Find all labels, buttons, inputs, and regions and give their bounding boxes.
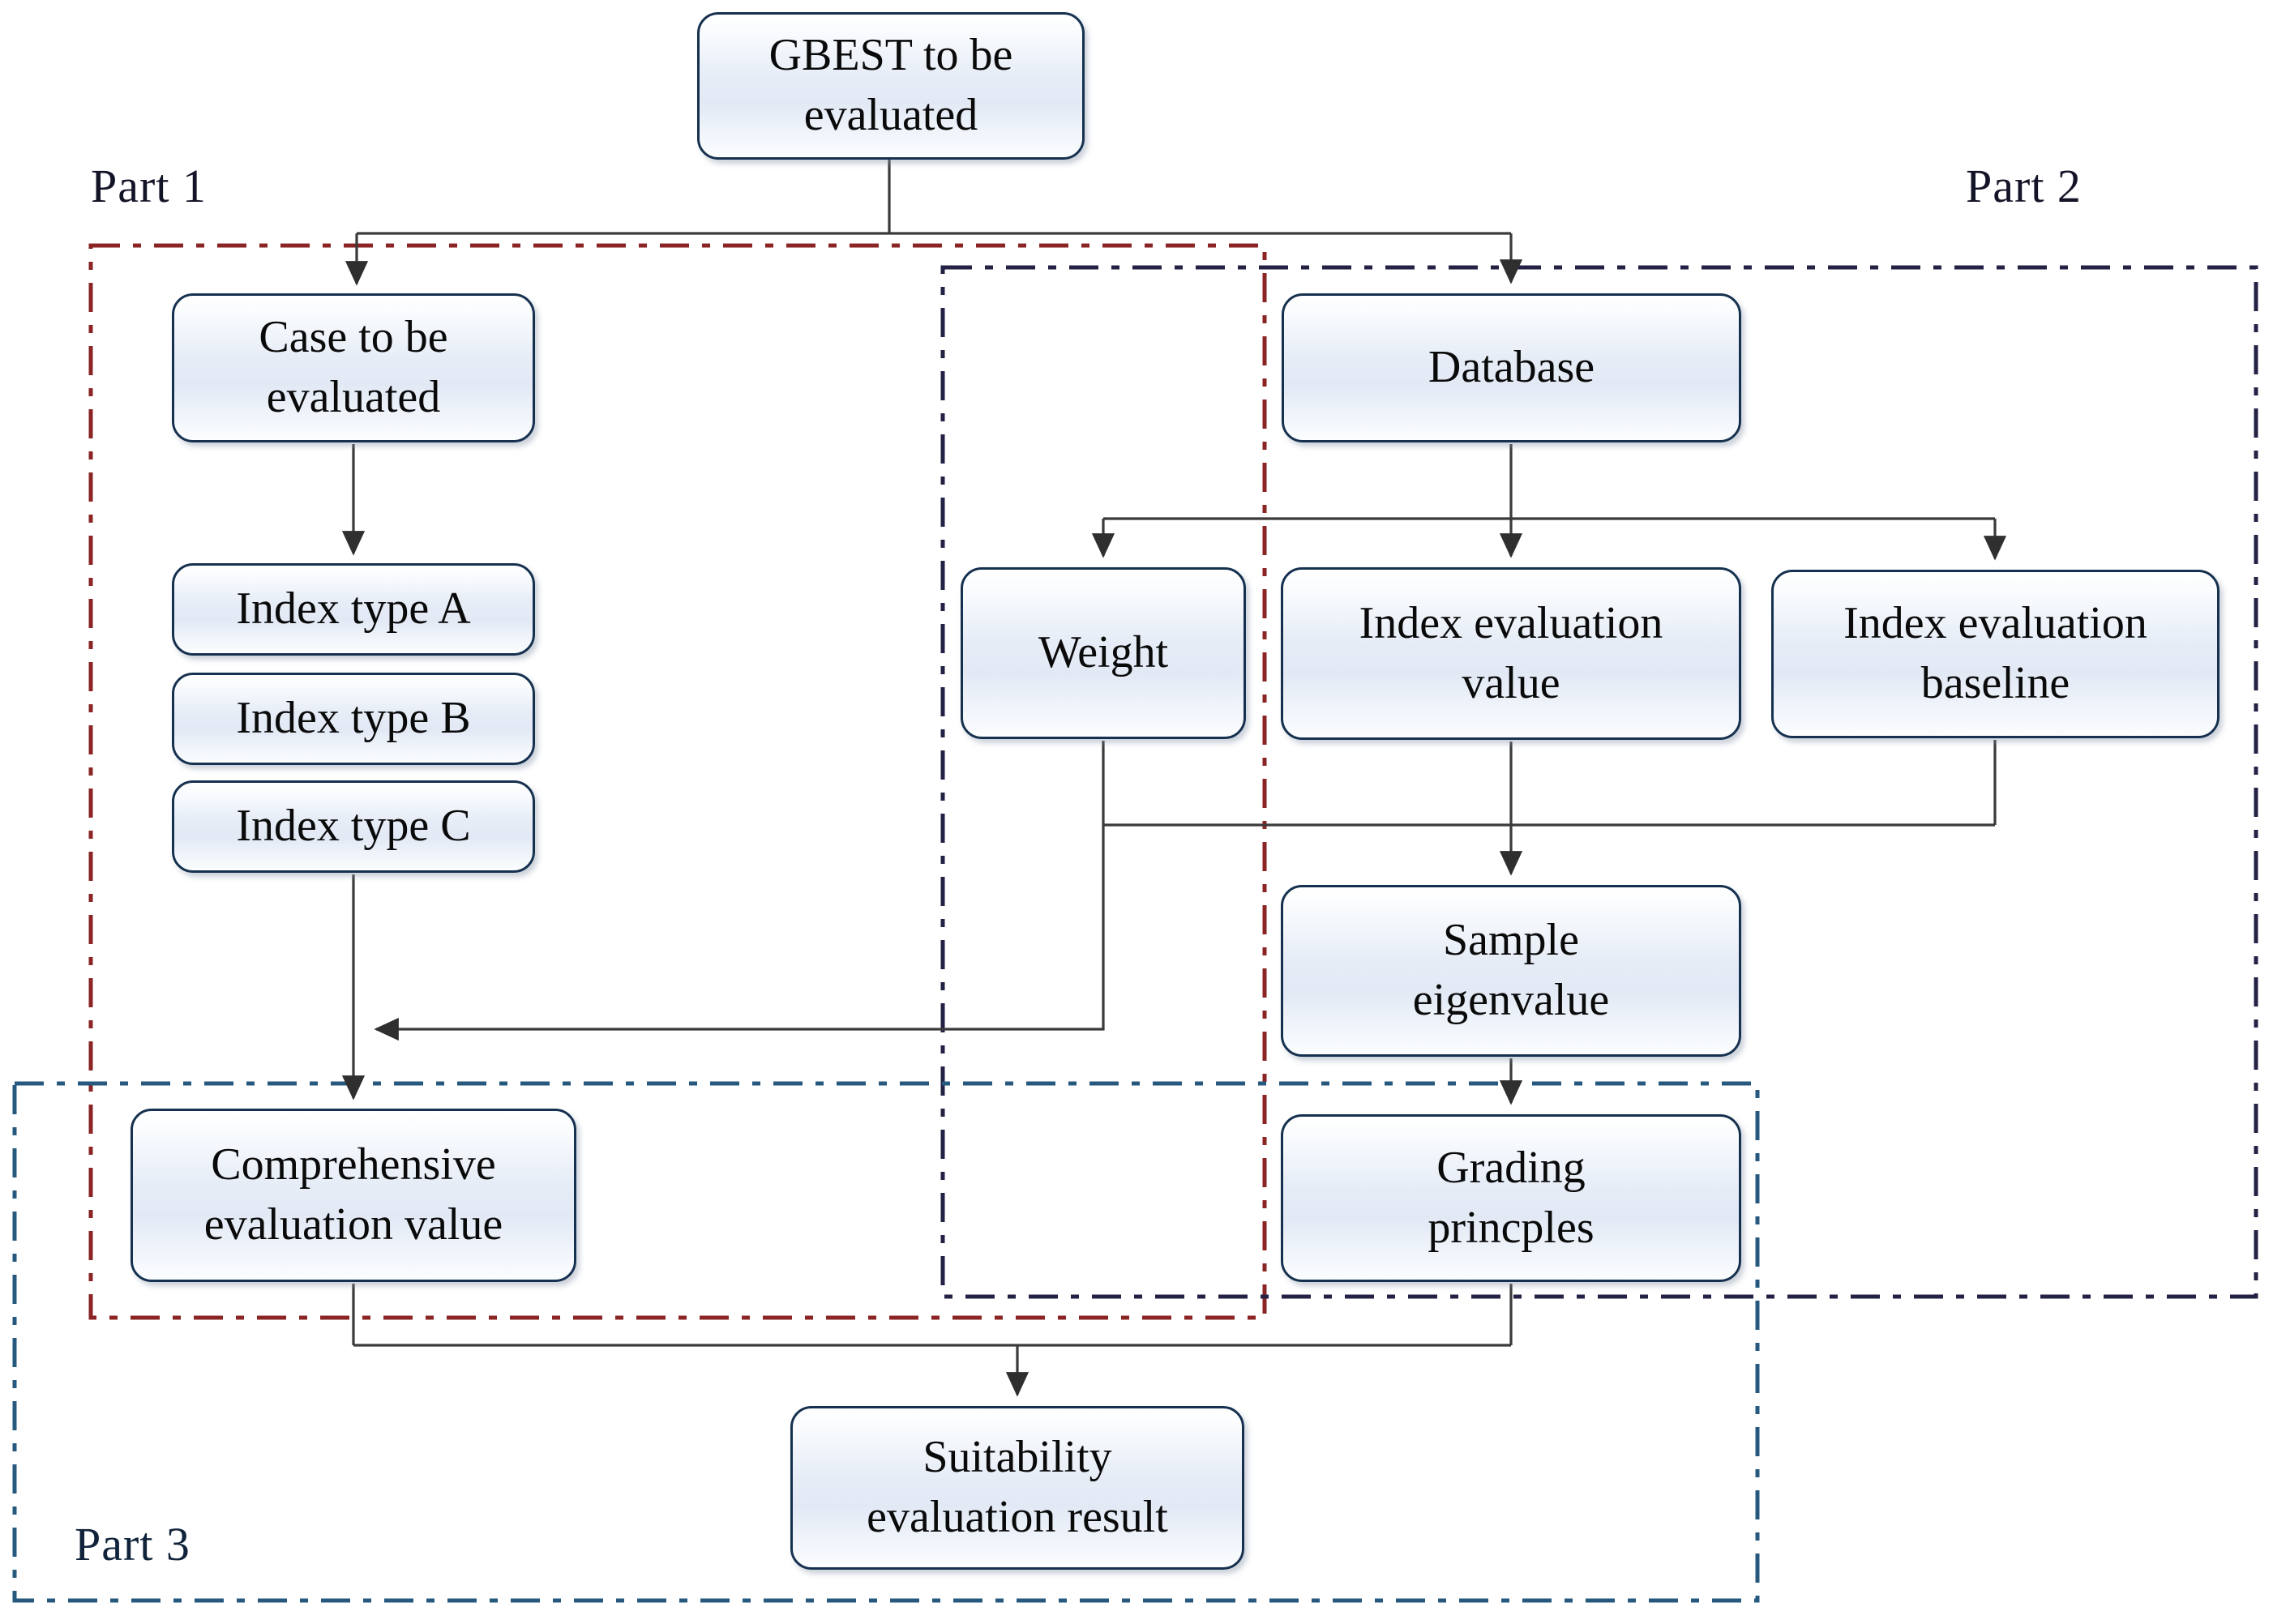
node-index-evaluation-baseline-label: baseline <box>1920 658 2070 708</box>
node-case-label: Case to be <box>259 312 448 363</box>
node-index-evaluation-value-label: value <box>1462 657 1560 708</box>
node-sample-eigenvalue: Sample eigenvalue <box>1281 885 1741 1057</box>
node-index-a-label: Index type A <box>236 583 471 635</box>
node-case: Case to be evaluated <box>172 293 535 442</box>
node-gbest-label: GBEST to be <box>768 30 1013 81</box>
node-case-label: evaluated <box>266 372 441 422</box>
node-suitability-evaluation-result-label: evaluation result <box>867 1492 1168 1542</box>
node-comprehensive-evaluation-value-label: Comprehensive <box>211 1139 496 1190</box>
node-grading-principles-label: princples <box>1428 1202 1595 1253</box>
region-part2-border <box>940 265 2258 1299</box>
edge-weight-down-left-merge <box>374 741 1105 1041</box>
node-database: Database <box>1282 293 1741 442</box>
node-index-evaluation-baseline: Index evaluation baseline <box>1771 570 2219 738</box>
node-index-evaluation-baseline-label: Index evaluation <box>1843 598 2147 649</box>
node-gbest: GBEST to be evaluated <box>697 12 1085 160</box>
node-suitability-evaluation-result: Suitability evaluation result <box>790 1406 1244 1570</box>
node-index-c: Index type C <box>172 780 535 873</box>
region-label-part3: Part 3 <box>75 1518 190 1571</box>
region-label-part1: Part 1 <box>91 160 207 212</box>
node-database-label: Database <box>1428 342 1595 393</box>
node-weight: Weight <box>961 567 1246 739</box>
region-part1-border <box>88 243 1267 1320</box>
node-weight-label: Weight <box>1038 627 1169 678</box>
node-index-evaluation-value: Index evaluation value <box>1281 567 1741 740</box>
node-index-evaluation-value-label: Index evaluation <box>1359 597 1663 648</box>
node-comprehensive-evaluation-value-label: evaluation value <box>203 1199 503 1250</box>
region-part3-border <box>12 1081 1760 1603</box>
node-index-a: Index type A <box>172 563 535 656</box>
region-label-part2: Part 2 <box>1966 160 2082 212</box>
node-comprehensive-evaluation-value: Comprehensive evaluation value <box>131 1109 576 1282</box>
node-index-b-label: Index type B <box>236 693 471 744</box>
node-index-b: Index type B <box>172 673 535 765</box>
node-grading-principles-label: Grading <box>1436 1142 1586 1193</box>
node-index-c-label: Index type C <box>236 801 471 852</box>
node-grading-principles: Grading princples <box>1281 1114 1741 1282</box>
node-sample-eigenvalue-label: Sample <box>1443 915 1579 966</box>
node-gbest-label: evaluated <box>803 90 978 140</box>
node-suitability-evaluation-result-label: Suitability <box>922 1432 1112 1483</box>
node-sample-eigenvalue-label: eigenvalue <box>1412 975 1610 1025</box>
